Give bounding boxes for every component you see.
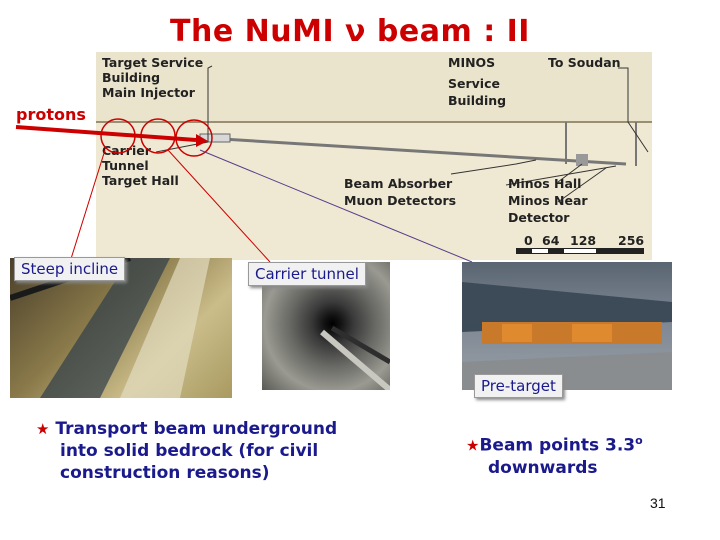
scale-tick-64: 64 bbox=[542, 233, 560, 248]
caption-carrier-tunnel: Carrier tunnel bbox=[248, 262, 366, 286]
label-target-service: Target Service bbox=[102, 55, 204, 70]
label-building-2: Building bbox=[448, 93, 507, 108]
pointer-line-1 bbox=[69, 149, 106, 263]
pointer-line-2 bbox=[167, 149, 271, 263]
numi-schematic: Target Service Building Main Injector Ca… bbox=[96, 52, 652, 260]
star-bullet-icon: ★ bbox=[466, 436, 480, 455]
protons-label: protons bbox=[16, 105, 86, 124]
page-number: 31 bbox=[650, 495, 666, 511]
caption-steep-incline: Steep incline bbox=[14, 257, 126, 281]
zoom-circle-3 bbox=[175, 119, 213, 157]
bullet-left-line2: into solid bedrock (for civil bbox=[60, 441, 319, 461]
proton-arrowhead bbox=[196, 134, 208, 147]
photo-pre-target bbox=[462, 262, 672, 390]
scale-tick-256: 256 bbox=[618, 233, 645, 248]
label-to-soudan: To Soudan bbox=[548, 55, 621, 70]
star-bullet-icon: ★ bbox=[36, 420, 50, 438]
bullet-right-line1: Beam points 3.3 bbox=[479, 435, 636, 456]
bullet-right-line2: downwards bbox=[488, 457, 598, 478]
label-detector: Detector bbox=[508, 210, 570, 225]
label-target-hall: Target Hall bbox=[102, 173, 179, 188]
bullet-left: ★ Transport beam underground into solid … bbox=[36, 418, 337, 484]
degree-superscript: o bbox=[635, 434, 643, 447]
scale-tick-0: 0 bbox=[524, 233, 533, 248]
label-minos-hall: Minos Hall bbox=[508, 176, 582, 191]
proton-arrow bbox=[15, 125, 197, 142]
label-tunnel: Tunnel bbox=[102, 158, 149, 173]
label-main-injector: Main Injector bbox=[102, 85, 195, 100]
bullet-right: ★Beam points 3.3o downwards bbox=[466, 430, 643, 479]
zoom-circle-1 bbox=[100, 118, 136, 154]
bullet-left-line3: construction reasons) bbox=[60, 463, 270, 483]
bullet-left-line1: Transport beam underground bbox=[55, 419, 338, 439]
label-minos-near: Minos Near bbox=[508, 193, 588, 208]
pointer-line-3 bbox=[199, 149, 473, 263]
label-beam-absorber: Beam Absorber bbox=[344, 176, 453, 191]
schematic-drawing bbox=[96, 52, 652, 260]
scale-tick-128: 128 bbox=[570, 233, 597, 248]
label-minos: MINOS bbox=[448, 55, 496, 70]
slide-title: The NuMI ν beam : II bbox=[170, 14, 530, 49]
zoom-circle-2 bbox=[140, 118, 176, 154]
label-service: Service bbox=[448, 76, 500, 91]
label-muon-detectors: Muon Detectors bbox=[344, 193, 457, 208]
caption-pre-target: Pre-target bbox=[474, 374, 563, 398]
photo-steep-incline bbox=[10, 258, 232, 398]
label-building: Building bbox=[102, 70, 161, 85]
